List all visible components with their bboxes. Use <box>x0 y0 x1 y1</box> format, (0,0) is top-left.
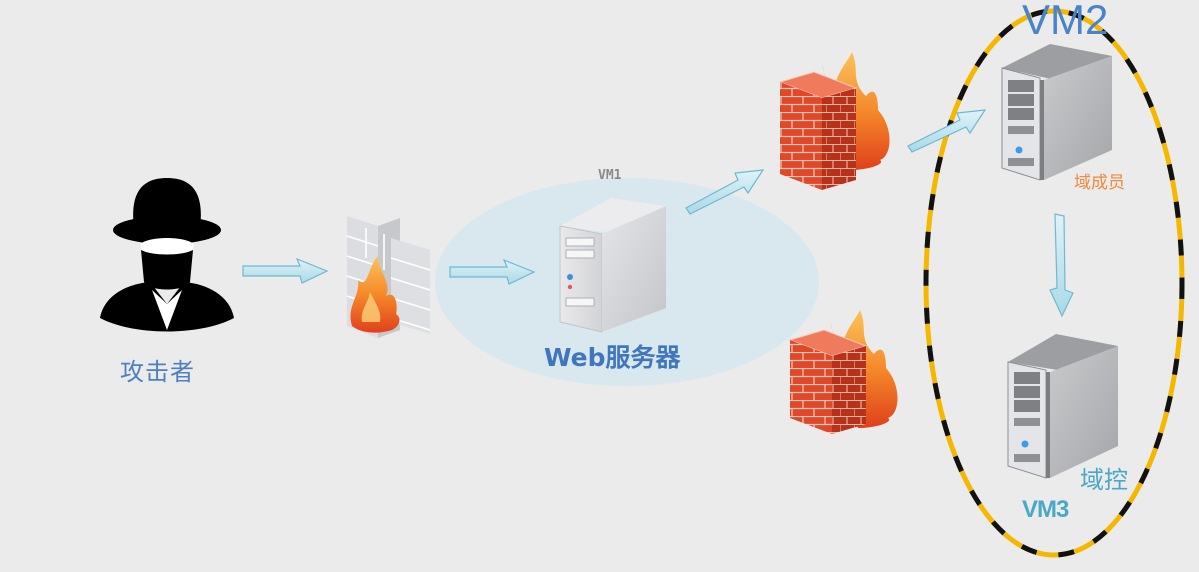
vm3-label: VM3 <box>1022 496 1069 523</box>
domain-zone <box>923 8 1185 558</box>
domain-controller-label: 域控 <box>1080 466 1128 494</box>
attacker-label: 攻击者 <box>120 358 195 386</box>
arrow-web-to-firewall <box>685 169 765 215</box>
red-firewall-icon-bottom <box>788 310 898 434</box>
domain-member-label: 域成员 <box>1074 173 1125 193</box>
arrow-member-to-controller <box>1049 213 1074 318</box>
arrow-attacker-to-firewall <box>242 257 329 284</box>
arrow-firewall-to-member <box>907 109 987 153</box>
vm1-label: VM1 <box>598 168 622 183</box>
web-server-icon <box>559 198 666 333</box>
red-firewall-icon-top <box>778 52 890 190</box>
web-server-label: Web服务器 <box>544 343 681 372</box>
arrow-firewall-to-web <box>449 258 536 285</box>
hacker-icon <box>100 178 234 332</box>
domain-controller-server-icon <box>1007 334 1118 479</box>
vm2-label: VM2 <box>1022 0 1109 43</box>
domain-member-server-icon <box>1001 44 1112 181</box>
gray-firewall-icon <box>346 216 431 338</box>
